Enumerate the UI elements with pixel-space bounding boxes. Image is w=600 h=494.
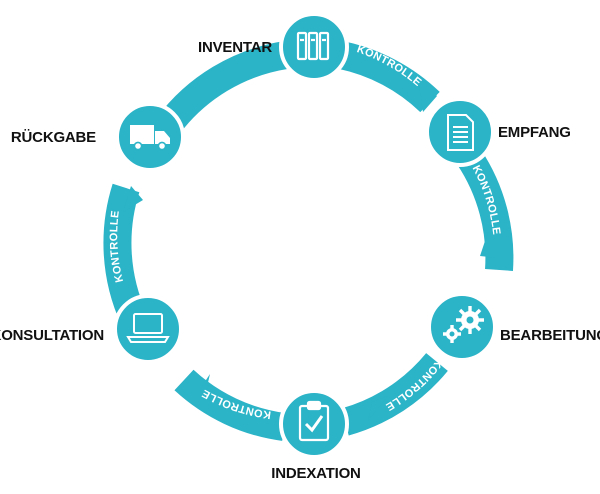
chevron-icon xyxy=(480,232,499,258)
binders-icon xyxy=(296,31,330,61)
stage-empfang: EMPFANG xyxy=(425,97,571,167)
laptop-icon xyxy=(126,313,170,343)
stage-rueckgabe: RÜCKGABE xyxy=(11,102,185,172)
stage-label: KONSULTATION xyxy=(0,327,104,344)
truck-icon xyxy=(130,125,170,151)
band-rueckgabe-inventar xyxy=(156,41,289,135)
gears-icon xyxy=(443,306,484,343)
stage-inventar: INVENTAR xyxy=(198,12,349,82)
stage-label: EMPFANG xyxy=(498,124,571,141)
chevron-icon xyxy=(368,396,388,421)
band-bearbeitung-indexation xyxy=(340,352,448,436)
band-indexation-konsultation xyxy=(174,369,287,441)
chevron-icon xyxy=(194,374,210,404)
stage-label: RÜCKGABE xyxy=(11,129,96,146)
stage-label: INVENTAR xyxy=(198,39,272,56)
stage-bearbeitung: BEARBEITUNG xyxy=(427,292,600,362)
clipboard-check-icon xyxy=(298,400,330,442)
stage-konsultation: KONSULTATION xyxy=(0,294,183,364)
stage-indexation: INDEXATION xyxy=(271,389,361,482)
document-icon xyxy=(447,114,474,151)
ring-chevrons xyxy=(123,78,499,421)
chevron-icon xyxy=(123,186,143,212)
chevron-icon xyxy=(418,78,437,112)
stage-label: BEARBEITUNG xyxy=(500,327,600,344)
band-empfang-bearbeitung xyxy=(457,149,514,271)
stage-label: INDEXATION xyxy=(271,465,360,482)
